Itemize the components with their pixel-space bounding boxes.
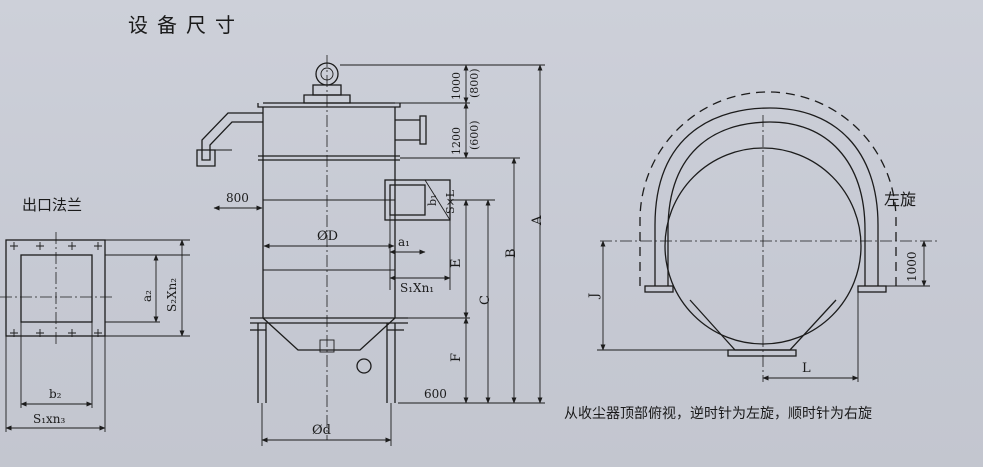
- dim-a1: a₁: [398, 235, 410, 249]
- dim-s1xn1: S₁Xn₁: [400, 281, 434, 295]
- dim-600: 600: [424, 387, 447, 401]
- top-view: 1000 J L 左旋 从收尘器顶部俯视，逆时针为左旋，顺时针为右旋: [564, 91, 940, 422]
- rotation-note: 从收尘器顶部俯视，逆时针为左旋，顺时针为右旋: [564, 406, 872, 422]
- top-dim-L: L: [802, 361, 811, 376]
- dim-b1: b₁: [426, 195, 439, 206]
- top-dim-J: J: [587, 293, 602, 300]
- flange-bolts: [10, 242, 102, 337]
- top-dim-1000: 1000: [905, 251, 919, 282]
- dim-sxl: S×L: [444, 189, 457, 214]
- dim-1000: 1000: [450, 72, 463, 100]
- dia-d: Ød: [312, 423, 331, 438]
- dim-C: C: [478, 295, 493, 305]
- dim-1200: 1200: [450, 127, 463, 155]
- dim-800-paren: (800): [468, 68, 481, 98]
- dim-A: A: [530, 215, 545, 226]
- flange-s1xn3: S₁xn₃: [33, 412, 66, 426]
- flange-s2xn2: S₂Xn₂: [165, 278, 179, 312]
- flange-title: 出口法兰: [22, 196, 82, 214]
- dim-F: F: [449, 353, 464, 362]
- page-title: 设备尺寸: [128, 13, 244, 37]
- dia-D: ØD: [317, 229, 338, 244]
- flange-b2: b₂: [49, 387, 62, 401]
- rotation-label: 左旋: [884, 190, 916, 209]
- dim-600-paren: (600): [468, 120, 481, 150]
- flange-a2: a₂: [140, 290, 154, 302]
- dim-B: B: [504, 248, 519, 258]
- collector-side-view: 800 ØD a₁ S₁Xn₁ b₁ S×L Ød 600 1: [196, 55, 545, 446]
- outlet-flange-view: 出口法兰 a₂ S₂Xn₂ b₂ S₁xn₃: [0, 196, 190, 432]
- dim-800: 800: [226, 191, 249, 205]
- dim-E: E: [449, 259, 464, 269]
